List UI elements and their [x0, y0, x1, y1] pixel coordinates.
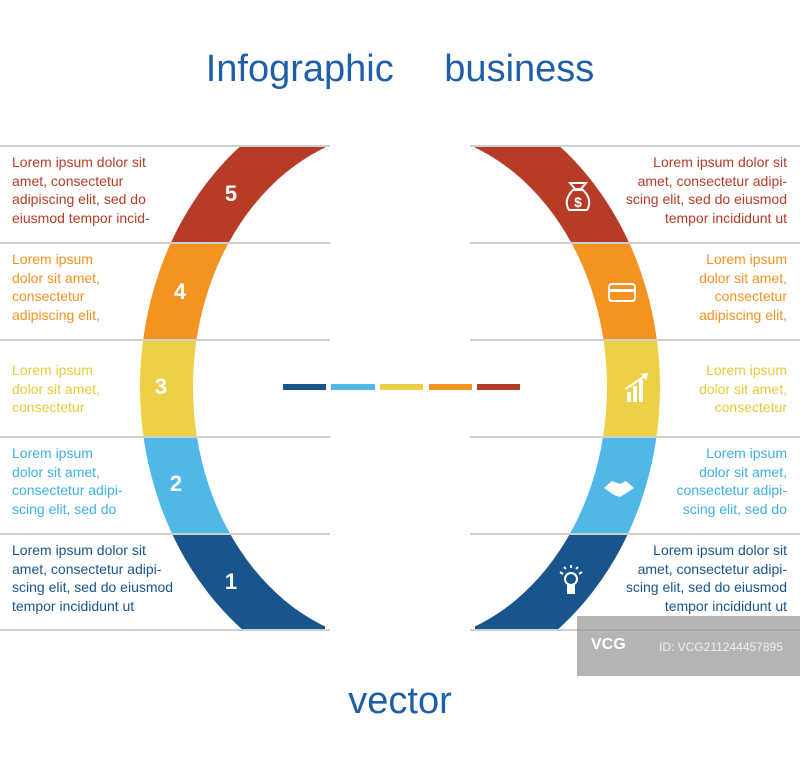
center-dash-2 [331, 384, 375, 390]
right-segment-3 [475, 340, 660, 438]
growth-chart-icon [625, 373, 648, 402]
number-4: 4 [174, 279, 187, 304]
center-dash-5 [477, 384, 520, 390]
left-segment-4 [139, 243, 325, 341]
number-2: 2 [170, 471, 182, 496]
number-1: 1 [225, 569, 237, 594]
left-segment-1 [139, 533, 325, 630]
credit-card-icon [608, 283, 636, 302]
handshake-icon [604, 481, 634, 497]
center-dash-1 [283, 384, 326, 390]
watermark-id: ID: VCG211244457895 [659, 640, 783, 654]
right-segment-4 [475, 243, 660, 341]
left-segment-5 [139, 146, 325, 244]
right-segment-5 [475, 146, 660, 244]
watermark-logo: VCG [591, 636, 626, 653]
lightbulb-icon [559, 565, 583, 594]
left-segment-2 [139, 437, 325, 535]
center-dash-3 [380, 384, 423, 390]
title-word-2: business [444, 48, 595, 90]
svg-text:$: $ [574, 194, 582, 210]
watermark: VCG ID: VCG211244457895 [577, 616, 800, 676]
page-title: Infographic business [0, 48, 800, 91]
subtitle: vector [348, 680, 452, 722]
center-dash-4 [429, 384, 472, 390]
right-segment-2 [475, 437, 660, 535]
money-bag-icon: $ [565, 182, 591, 211]
number-3: 3 [155, 374, 167, 399]
divider [0, 629, 330, 631]
number-5: 5 [225, 181, 237, 206]
title-word-1: Infographic [205, 48, 394, 90]
